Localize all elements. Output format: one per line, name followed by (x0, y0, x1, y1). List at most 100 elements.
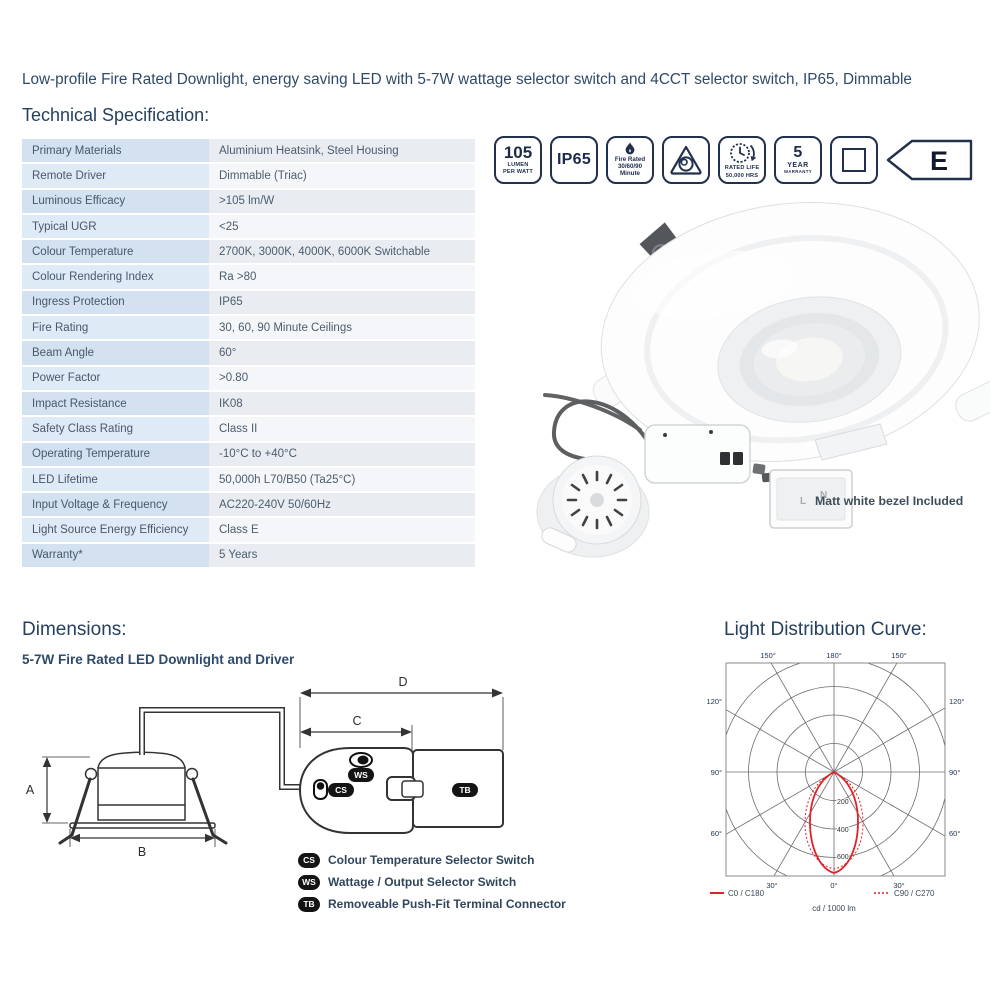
table-row: Typical UGR<25 (22, 214, 475, 239)
curve-c0-c180 (809, 770, 859, 874)
lumen-sub1: LUMEN (507, 161, 529, 168)
fixture-flange (69, 822, 216, 829)
lumen-value: 105 (503, 143, 533, 163)
badge-class2-insulation (830, 136, 878, 184)
terminal-L-marking: L (800, 496, 806, 507)
spec-value: Dimmable (Triac) (209, 164, 475, 188)
dimension-arrows (42, 688, 504, 847)
dim-label-c: C (352, 714, 361, 728)
spec-value: >0.80 (209, 366, 475, 390)
tb-legend-label: Removeable Push-Fit Terminal Connector (328, 897, 566, 911)
spec-label: LED Lifetime (22, 467, 209, 492)
table-row: Luminous Efficacy>105 lm/W (22, 189, 475, 213)
list-item: CS Colour Temperature Selector Switch (298, 849, 566, 871)
cs-marker-label: CS (335, 785, 347, 795)
svg-text:120°: 120° (949, 697, 965, 706)
spec-label: Colour Rendering Index (22, 265, 209, 289)
spec-value: -10°C to +40°C (209, 442, 475, 466)
spec-label: Colour Temperature (22, 240, 209, 264)
certification-badges: 105 LUMEN PER WATT IP65 Fire Rated 30/60… (494, 136, 974, 184)
dimmer-triangle-icon (670, 145, 702, 175)
svg-text:0°: 0° (830, 881, 837, 890)
badge-rated-life: RATED LIFE 50,000 HRS (718, 136, 766, 184)
spec-label: Typical UGR (22, 214, 209, 239)
spec-label: Ingress Protection (22, 290, 209, 315)
tb-marker-label: TB (459, 785, 470, 795)
terminal-N-marking: N (820, 490, 827, 501)
switch-legend: CS Colour Temperature Selector Switch WS… (298, 849, 566, 915)
tb-legend-pill: TB (298, 896, 320, 912)
ws-marker-label: WS (354, 770, 368, 780)
warranty-word: WARRANTY (783, 169, 813, 175)
axis-caption: cd / 1000 lm (812, 904, 856, 913)
spec-value: <25 (209, 214, 475, 239)
spec-label: Warranty* (22, 543, 209, 568)
plot-border (725, 662, 946, 877)
svg-text:30°: 30° (766, 881, 777, 890)
badge-fire-rated: Fire Rated 30/60/90 Minute (606, 136, 654, 184)
dimensions-subtitle: 5-7W Fire Rated LED Downlight and Driver (22, 652, 295, 667)
cs-legend-pill: CS (298, 852, 320, 868)
tech-spec-heading: Technical Specification: (22, 105, 210, 125)
product-photos: L N (536, 201, 990, 558)
tb-marker (452, 783, 478, 797)
list-item: WS Wattage / Output Selector Switch (298, 871, 566, 893)
spec-value: IP65 (209, 290, 475, 315)
svg-text:120°: 120° (706, 697, 722, 706)
badge-dimmable (662, 136, 710, 184)
spec-label: Beam Angle (22, 341, 209, 365)
rated-life-line2: 50,000 HRS (725, 172, 759, 179)
spec-label: Fire Rating (22, 316, 209, 340)
warranty-value: 5 (793, 144, 803, 162)
ws-legend-pill: WS (298, 874, 320, 890)
spec-label: Operating Temperature (22, 442, 209, 466)
vent-slots (566, 470, 628, 530)
spec-value: 30, 60, 90 Minute Ceilings (209, 316, 475, 340)
ldc-heading: Light Distribution Curve: (724, 619, 927, 640)
driver-assembly-photo: L N (536, 393, 888, 558)
svg-text:30°: 30° (893, 881, 904, 890)
svg-text:60°: 60° (949, 829, 960, 838)
svg-text:600: 600 (837, 854, 849, 861)
lumen-sub2: PER WATT (502, 169, 534, 175)
flame-icon (625, 142, 635, 155)
spec-label: Input Voltage & Frequency (22, 493, 209, 517)
spec-label: Light Source Energy Efficiency (22, 518, 209, 542)
angle-labels: 180° 150° 150° 120° 120° 90° 90° 60° 60°… (706, 651, 964, 890)
badge-lumen-per-watt: 105 LUMEN PER WATT (494, 136, 542, 184)
svg-text:90°: 90° (711, 768, 722, 777)
badge-warranty: 5 YEAR WARRANTY (774, 136, 822, 184)
spring-arm-right (191, 777, 228, 845)
spring-arm-left (58, 777, 92, 845)
table-row: Warranty*5 Years (22, 543, 475, 568)
ws-legend-label: Wattage / Output Selector Switch (328, 875, 517, 889)
spec-value: 2700K, 3000K, 4000K, 6000K Switchable (209, 240, 475, 264)
cs-marker (328, 783, 354, 797)
spec-value: Class II (209, 417, 475, 441)
badge-ip65: IP65 (550, 136, 598, 184)
svg-text:60°: 60° (711, 829, 722, 838)
square-outline-icon (842, 148, 866, 172)
spec-label: Power Factor (22, 366, 209, 390)
warranty-year: YEAR (787, 162, 809, 170)
driver-body (298, 747, 414, 834)
rated-life-line1: RATED LIFE (724, 165, 760, 172)
spec-value: IK08 (209, 391, 475, 416)
spec-label: Primary Materials (22, 139, 209, 163)
polar-grid (726, 663, 945, 876)
svg-text:150°: 150° (760, 651, 776, 660)
spec-value: Aluminium Heatsink, Steel Housing (209, 139, 475, 163)
bezel-caption: Matt white bezel Included (815, 494, 964, 508)
svg-text:150°: 150° (891, 651, 907, 660)
spec-value: AC220-240V 50/60Hz (209, 493, 475, 517)
